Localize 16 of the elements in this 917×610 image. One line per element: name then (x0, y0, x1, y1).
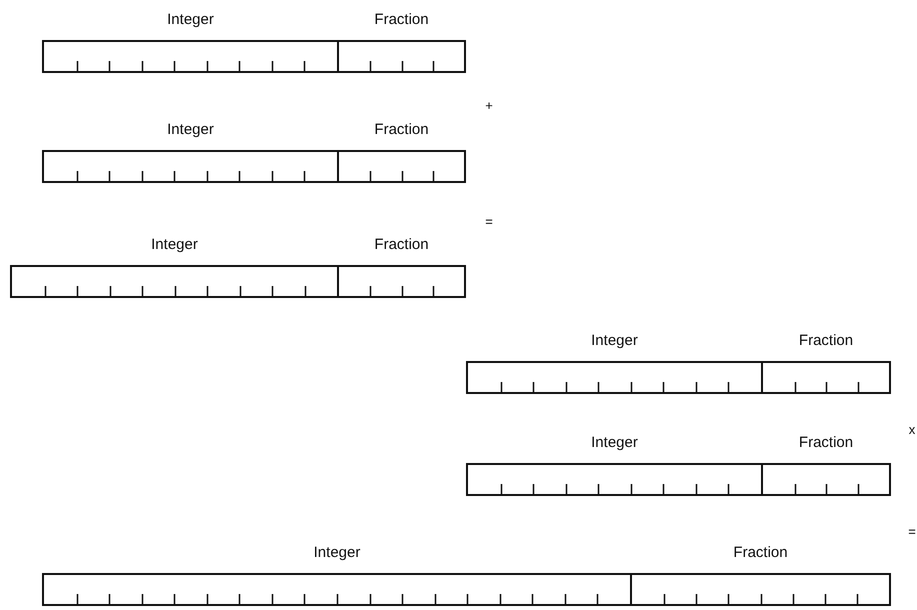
field-label: Fraction (798, 332, 854, 350)
field-label: Fraction (733, 544, 788, 562)
field-label: Integer (167, 11, 214, 29)
field-label: Integer (151, 236, 198, 254)
field-label: Integer (314, 544, 360, 562)
field-label: Fraction (374, 236, 429, 254)
field-label: Fraction (374, 121, 429, 139)
field-label: Integer (591, 434, 638, 452)
field-label: Integer (167, 121, 214, 139)
operator-symbol: x (908, 423, 916, 437)
field-label: Fraction (374, 11, 429, 29)
field-label: Integer (591, 332, 638, 350)
operator-symbol: + (485, 99, 493, 113)
operator-symbol: = (485, 215, 493, 229)
field-label: Fraction (798, 434, 854, 452)
operator-symbol: = (908, 525, 916, 539)
